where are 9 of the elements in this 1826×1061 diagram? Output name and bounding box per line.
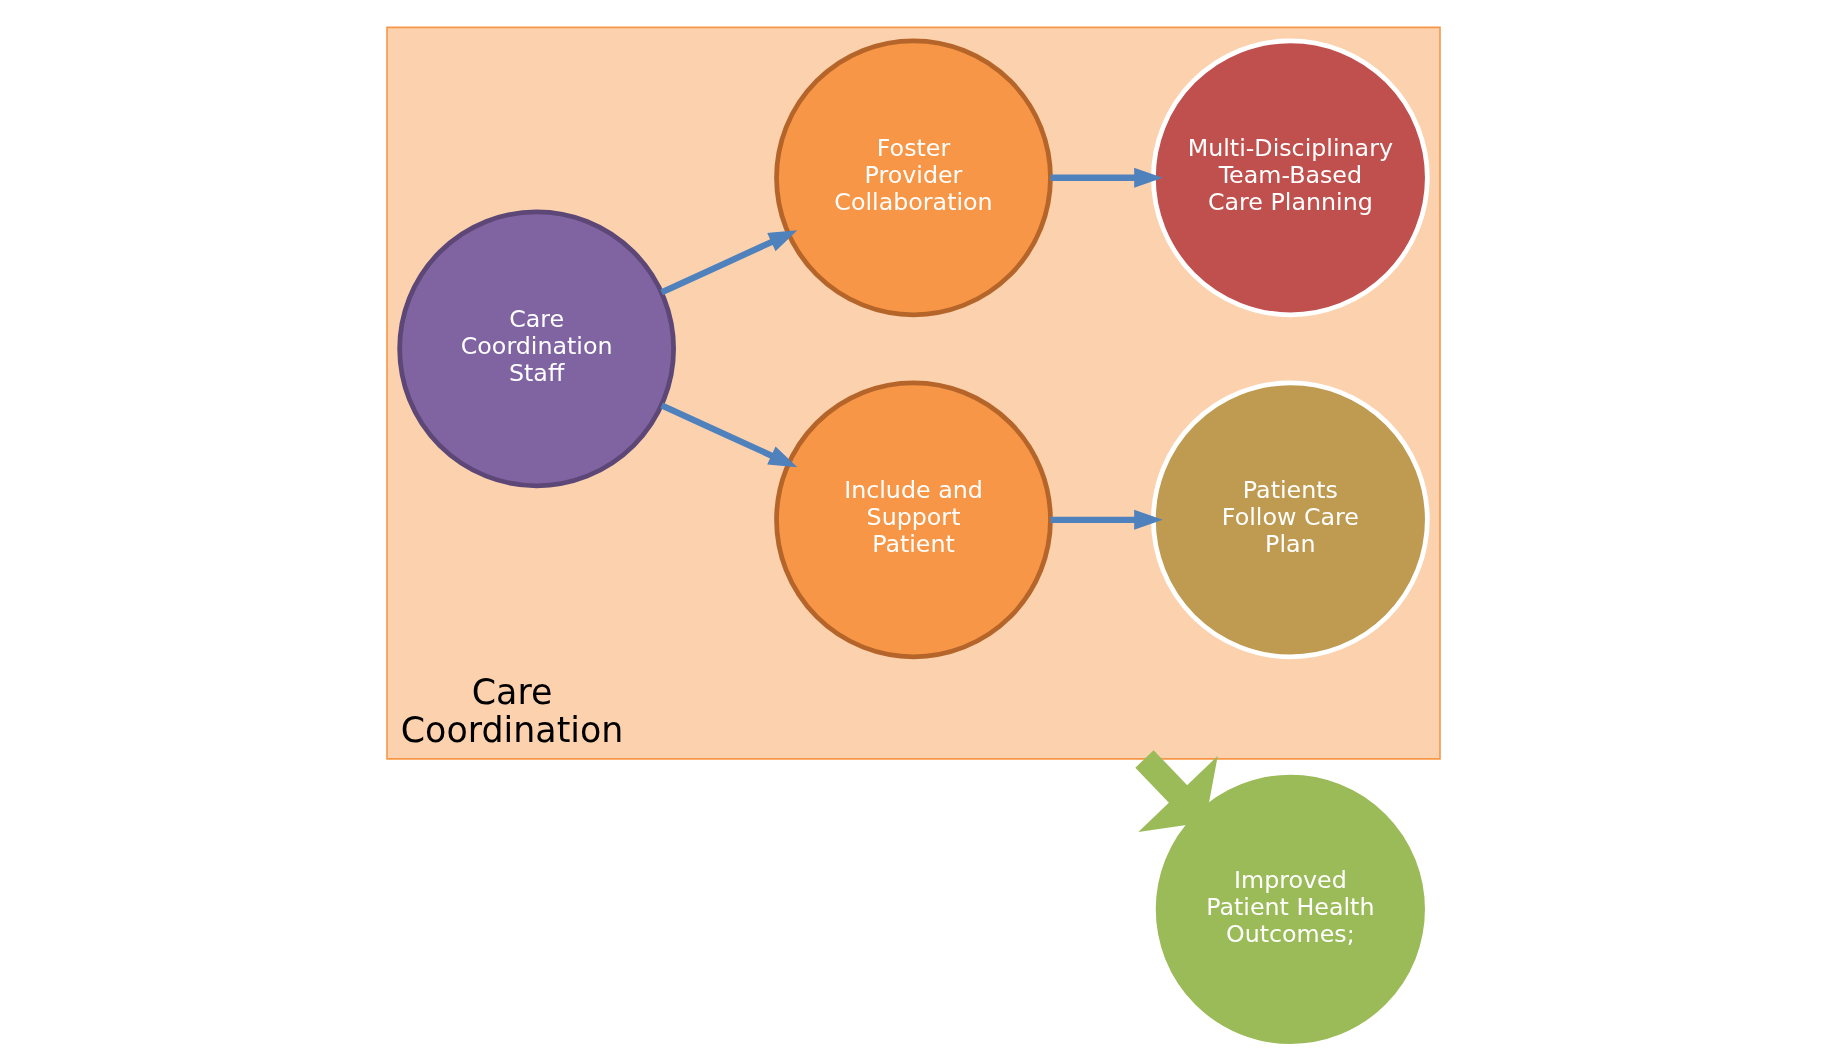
node-circle: Care Coordination Staff [396, 209, 676, 489]
arrow [659, 230, 797, 296]
arrow [1050, 509, 1163, 530]
node-circle: Foster Provider Collaboration [773, 38, 1053, 318]
node-circle: Multi-Disciplinary Team-Based Care Planning [1150, 38, 1430, 318]
node-circle: Include and Support Patient [773, 380, 1053, 660]
arrow [659, 402, 797, 468]
arrow [1050, 167, 1163, 188]
node-circle: Patients Follow Care Plan [1150, 380, 1430, 660]
